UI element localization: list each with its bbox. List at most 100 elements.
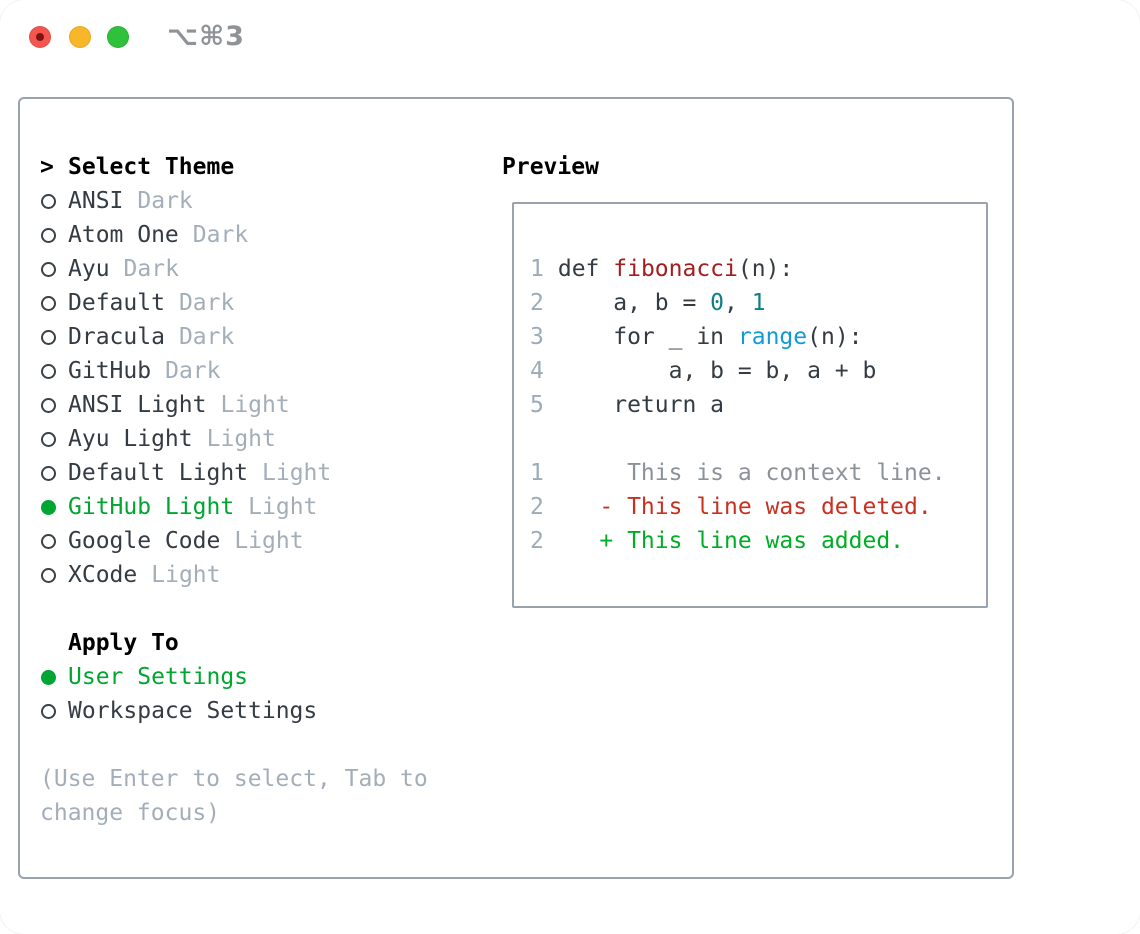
line-number: 3 <box>530 324 544 350</box>
apply-option[interactable]: Workspace Settings <box>40 694 428 728</box>
line-number: 4 <box>530 358 544 384</box>
preview-title: Preview <box>502 154 599 180</box>
theme-option[interactable]: ANSI Light Light <box>40 388 428 422</box>
theme-option[interactable]: Ayu Light Light <box>40 422 428 456</box>
apply-option-label: User Settings <box>68 664 249 690</box>
radio-selected-icon <box>40 499 68 515</box>
code-token: (n): <box>807 324 863 350</box>
code-token: a, b = <box>544 290 711 316</box>
code-line: 2 a, b = 0, 1 <box>530 286 986 320</box>
theme-variant-label: Dark <box>123 256 179 282</box>
theme-option[interactable]: Atom One Dark <box>40 218 428 252</box>
code-token: fibonacci <box>613 256 738 282</box>
theme-option-label: Default <box>68 290 165 316</box>
theme-option-label: Ayu Light <box>68 426 193 452</box>
theme-variant-label: Dark <box>165 358 221 384</box>
theme-variant-label: Dark <box>192 222 249 248</box>
theme-option[interactable]: Google Code Light <box>40 524 428 558</box>
window-title: ⌥⌘3 <box>167 21 245 52</box>
apply-to-header-row: Apply To <box>40 626 428 660</box>
theme-option[interactable]: ANSI Dark <box>40 184 428 218</box>
spacer <box>40 592 428 626</box>
theme-variant-label: Light <box>220 392 290 418</box>
code-token: (n): <box>737 256 794 282</box>
line-number: 2 <box>530 528 544 554</box>
line-number: 1 <box>530 256 544 282</box>
code-token: This is a context line. <box>544 460 946 486</box>
diff-line: 2 - This line was deleted. <box>530 490 986 524</box>
apply-option-label: Workspace Settings <box>68 698 318 724</box>
theme-option[interactable]: Dracula Dark <box>40 320 428 354</box>
code-line: 4 a, b = b, a + b <box>530 354 986 388</box>
radio-icon <box>40 363 68 379</box>
theme-variant-label: Light <box>151 562 221 588</box>
minimize-button[interactable] <box>69 26 91 48</box>
zoom-button[interactable] <box>107 26 129 48</box>
focus-caret: > <box>40 154 54 180</box>
hint-line-1: (Use Enter to select, Tab to <box>40 766 428 792</box>
apply-option[interactable]: User Settings <box>40 660 428 694</box>
line-number: 2 <box>530 494 544 520</box>
radio-icon <box>40 397 68 413</box>
radio-icon <box>40 329 68 345</box>
theme-variant-label: Light <box>234 528 304 554</box>
spacer <box>40 728 428 762</box>
close-button[interactable] <box>29 26 51 48</box>
code-line: 3 for _ in range(n): <box>530 320 986 354</box>
code-token: 0 <box>710 290 725 316</box>
theme-option-label: Dracula <box>68 324 165 350</box>
theme-option[interactable]: XCode Light <box>40 558 428 592</box>
diff-preview: 1 This is a context line.2 - This line w… <box>530 456 986 558</box>
theme-option-label: ANSI Light <box>68 392 207 418</box>
line-number: 5 <box>530 392 544 418</box>
theme-variant-label: Light <box>206 426 276 452</box>
line-number: 1 <box>530 460 544 486</box>
record-dot-icon <box>36 33 44 41</box>
theme-variant-label: Dark <box>178 290 235 316</box>
theme-variant-label: Dark <box>178 324 235 350</box>
code-line: 5 return a <box>530 388 986 422</box>
code-token: a, b = b, a + b <box>544 358 877 384</box>
line-number: 2 <box>530 290 544 316</box>
code-token: return a <box>544 392 725 418</box>
theme-option[interactable]: Default Dark <box>40 286 428 320</box>
radio-selected-icon <box>40 669 68 685</box>
radio-icon <box>40 261 68 277</box>
spacer <box>530 422 986 456</box>
code-token: - This line was deleted. <box>544 494 932 520</box>
titlebar: ⌥⌘3 <box>0 0 1140 70</box>
theme-variant-label: Light <box>248 494 318 520</box>
apply-to-title: Apply To <box>68 630 179 656</box>
code-token: def <box>544 256 614 282</box>
theme-option-label: Ayu <box>68 256 110 282</box>
theme-variant-label: Light <box>262 460 332 486</box>
theme-option-label: Google Code <box>68 528 221 554</box>
radio-icon <box>40 567 68 583</box>
theme-option-label: GitHub Light <box>68 494 235 520</box>
code-token: range <box>737 324 808 350</box>
radio-icon <box>40 193 68 209</box>
theme-option-label: Atom One <box>68 222 179 248</box>
diff-line: 1 This is a context line. <box>530 456 986 490</box>
radio-icon <box>40 703 68 719</box>
radio-icon <box>40 295 68 311</box>
theme-option[interactable]: GitHub Light Light <box>40 490 428 524</box>
theme-option-label: ANSI <box>68 188 124 214</box>
select-theme-header-row: > Select Theme <box>40 150 428 184</box>
theme-option[interactable]: Ayu Dark <box>40 252 428 286</box>
theme-variant-label: Dark <box>137 188 193 214</box>
radio-icon <box>40 227 68 243</box>
theme-option-label: XCode <box>68 562 138 588</box>
code-token: 1 <box>751 290 766 316</box>
radio-icon <box>40 431 68 447</box>
radio-icon <box>40 465 68 481</box>
